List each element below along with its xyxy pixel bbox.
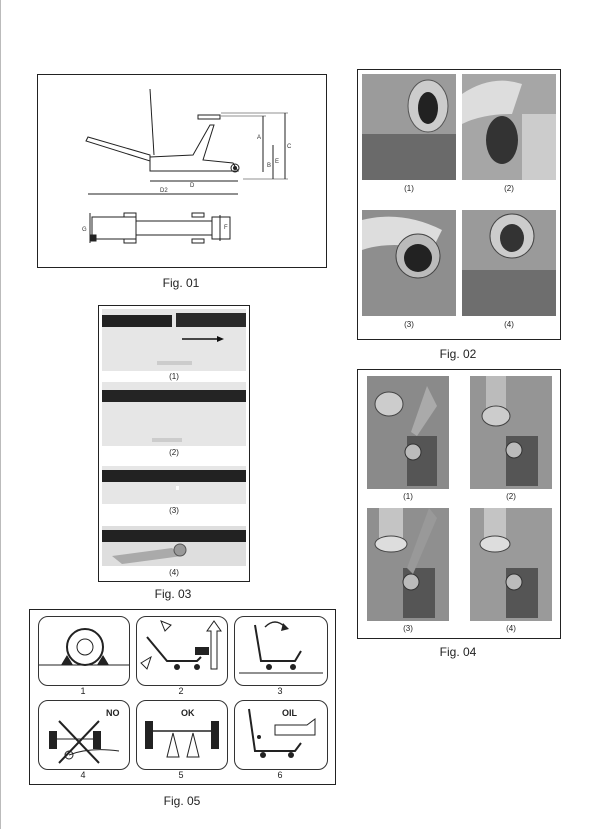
fig04-photo-4 <box>470 508 552 621</box>
fig05-tile-5 <box>136 700 228 770</box>
fig02-label-4: (4) <box>504 320 514 329</box>
fig05-tile-6 <box>234 700 328 770</box>
dim-label-g: G <box>82 227 87 233</box>
page-edge <box>0 0 1 829</box>
fig05-frame: 1 2 3 NO 4 OK 5 OIL 6 <box>29 609 336 785</box>
fig05-step-4: 4 <box>80 770 86 780</box>
fig02-label-2: (2) <box>504 184 514 193</box>
fig02-caption: Fig. 02 <box>439 347 477 361</box>
dim-label-d: D <box>190 183 195 189</box>
fig04-photo-1 <box>367 376 449 489</box>
fig03-frame: (1) (2) (3) (4) <box>98 305 250 582</box>
fig01-caption: Fig. 01 <box>162 276 200 290</box>
fig02-label-3: (3) <box>404 320 414 329</box>
dim-label-f: F <box>224 225 228 231</box>
fig03-label-3: (3) <box>169 506 179 515</box>
fig05-step-2: 2 <box>178 686 184 696</box>
dim-label-c: C <box>287 144 292 150</box>
fig02-label-1: (1) <box>404 184 414 193</box>
fig02-photo-3 <box>362 210 456 316</box>
dim-label-b: B <box>267 163 271 169</box>
fig02-photo-1 <box>362 74 456 180</box>
fig03-caption: Fig. 03 <box>154 587 192 601</box>
fig02-photo-2 <box>462 74 556 180</box>
fig05-oil-tag: OIL <box>282 708 297 718</box>
fig05-step-5: 5 <box>178 770 184 780</box>
fig03-label-2: (2) <box>169 448 179 457</box>
dim-label-e: E <box>275 159 279 165</box>
fig02-photo-4 <box>462 210 556 316</box>
fig05-ok-tag: OK <box>181 708 195 718</box>
fig03-photo-1 <box>102 309 246 371</box>
fig04-label-3: (3) <box>403 624 413 633</box>
fig04-photo-2 <box>470 376 552 489</box>
fig01-frame: A B C E D D2 G F <box>37 74 327 268</box>
fig04-label-2: (2) <box>506 492 516 501</box>
fig05-no-tag: NO <box>106 708 120 718</box>
fig05-tile-2 <box>136 616 228 686</box>
fig05-step-3: 3 <box>277 686 283 696</box>
fig04-label-1: (1) <box>403 492 413 501</box>
fig03-photo-2 <box>102 382 246 446</box>
fig02-frame: (1) (2) (3) (4) <box>357 69 561 340</box>
fig05-step-1: 1 <box>80 686 86 696</box>
fig04-frame: (1) (2) (3) (4) <box>357 369 561 639</box>
fig03-photo-3 <box>102 466 246 504</box>
fig04-photo-3 <box>367 508 449 621</box>
fig04-caption: Fig. 04 <box>439 645 477 659</box>
dim-label-a: A <box>257 135 261 141</box>
fig05-tile-4 <box>38 700 130 770</box>
fig05-caption: Fig. 05 <box>163 794 201 808</box>
fig04-label-4: (4) <box>506 624 516 633</box>
fig03-label-1: (1) <box>169 372 179 381</box>
fig05-tile-1 <box>38 616 130 686</box>
fig03-photo-4 <box>102 526 246 566</box>
dim-label-d2: D2 <box>160 188 168 194</box>
fig05-step-6: 6 <box>277 770 283 780</box>
jack-dimension-drawing: A B C E D D2 G F <box>82 88 292 244</box>
fig05-tile-3 <box>234 616 328 686</box>
fig03-label-4: (4) <box>169 568 179 577</box>
